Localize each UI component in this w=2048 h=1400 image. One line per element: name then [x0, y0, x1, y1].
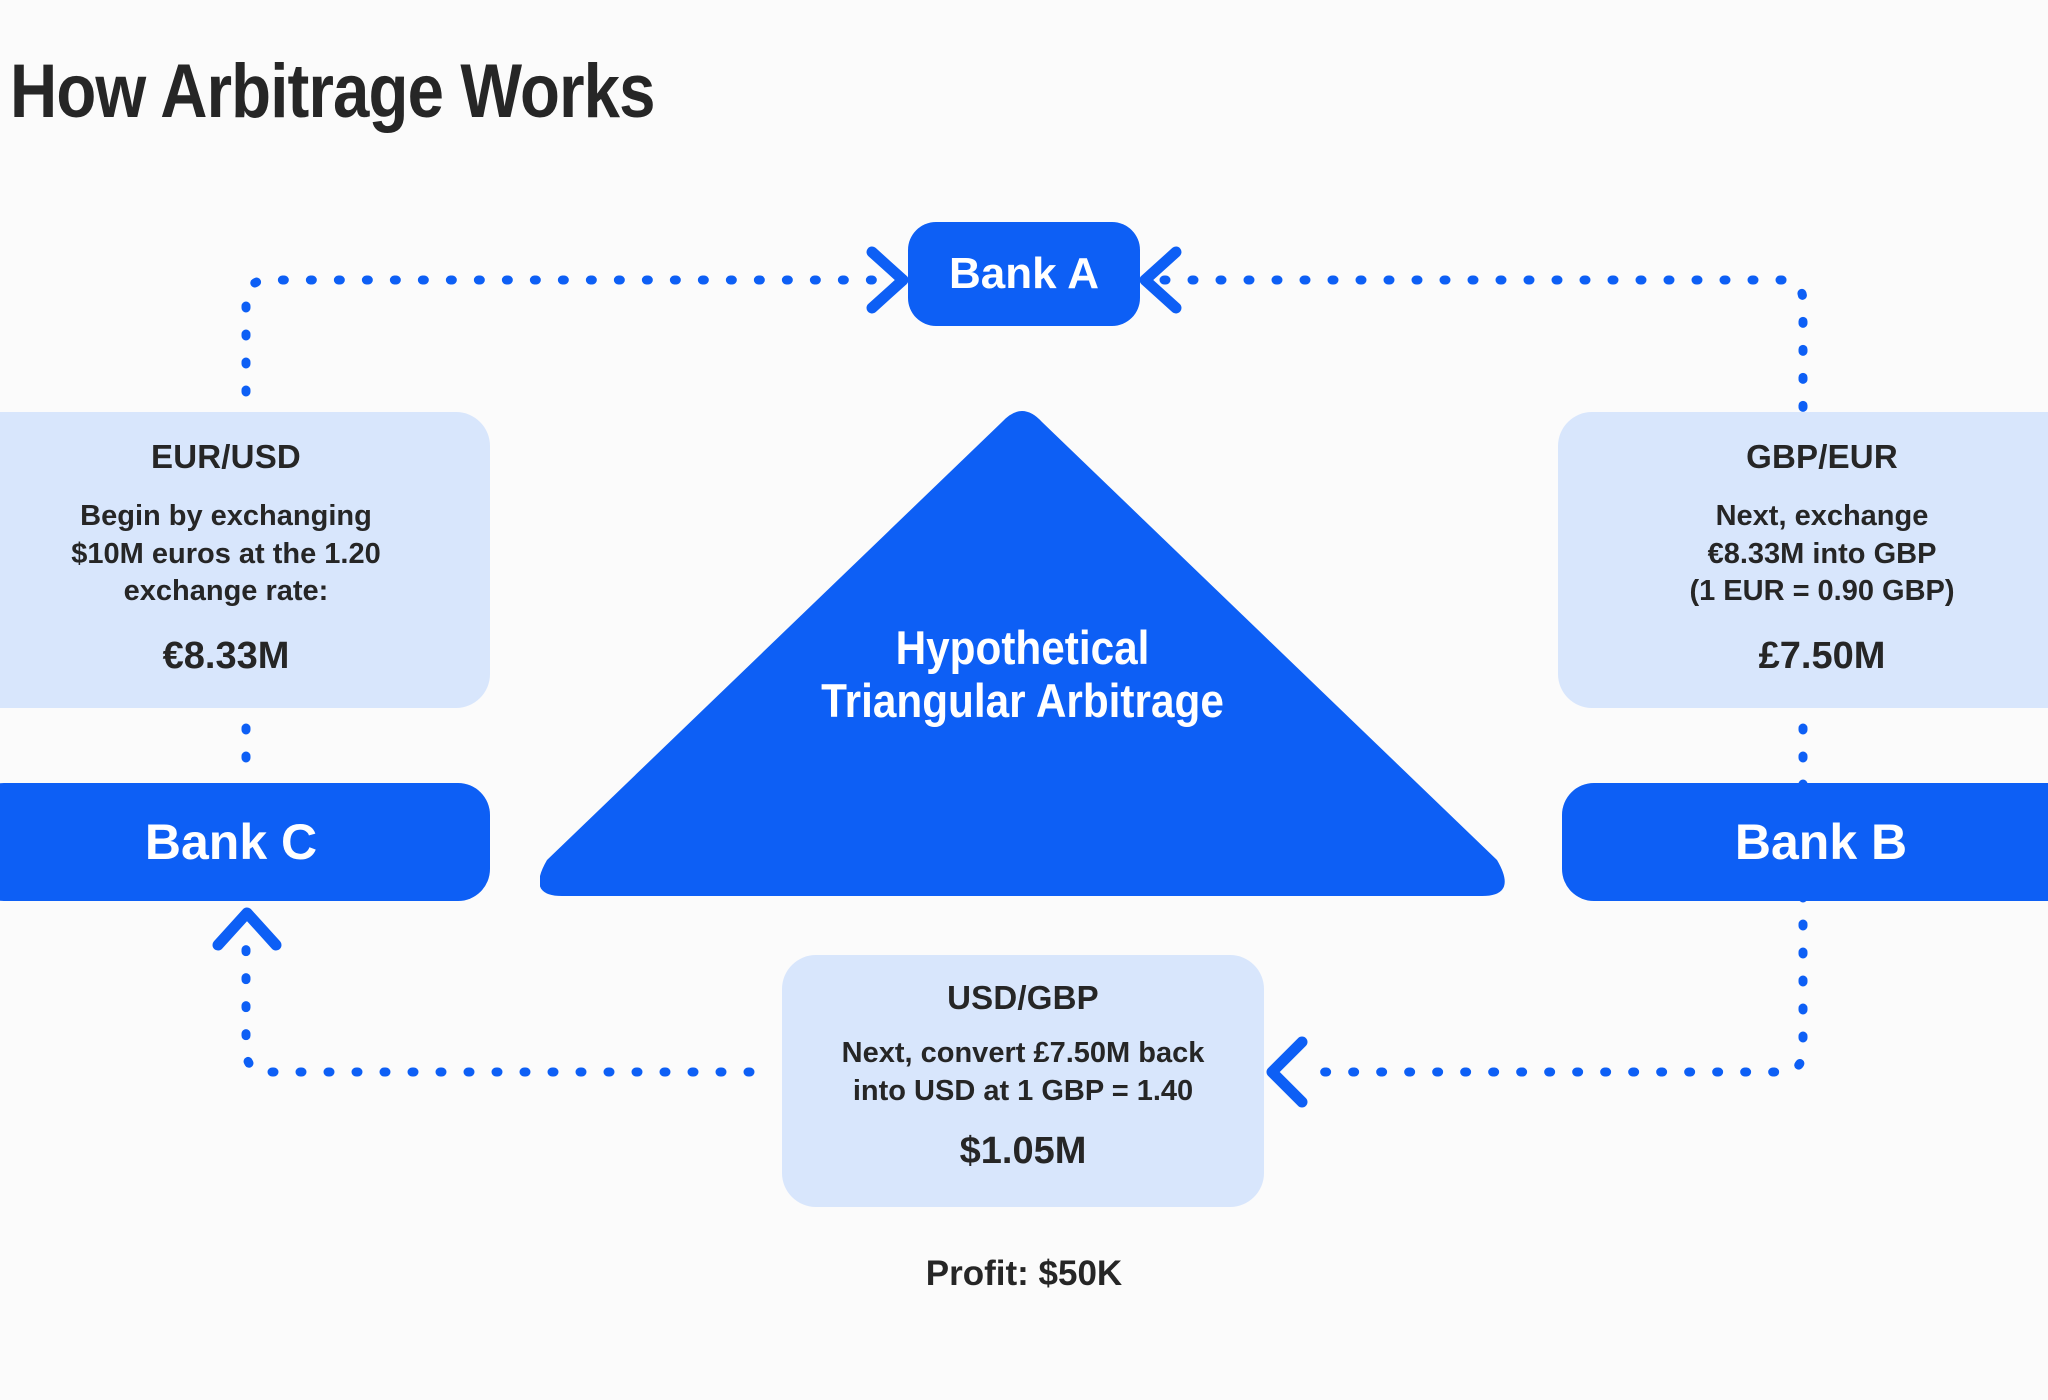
node-bank-a[interactable]: Bank A: [908, 222, 1140, 326]
card-gbp-eur-amount: £7.50M: [1758, 635, 1886, 678]
card-usd-gbp-title: USD/GBP: [947, 979, 1099, 1016]
card-eur-usd-line2: $10M euros at the 1.20: [71, 537, 381, 570]
arrowhead-into-bank-c: [212, 907, 282, 951]
triangle-svg: [539, 411, 1505, 896]
node-bank-c[interactable]: Bank C: [0, 783, 490, 901]
card-gbp-eur-line3: (1 EUR = 0.90 GBP): [1689, 575, 1955, 608]
node-bank-b[interactable]: Bank B: [1562, 783, 2048, 901]
node-bank-a-label: Bank A: [949, 249, 1099, 298]
wire-b-down: [1295, 695, 1808, 1077]
card-eur-usd-line1: Begin by exchanging: [80, 500, 372, 532]
card-gbp-eur-body: Next, exchange €8.33M into GBP (1 EUR = …: [1584, 498, 2048, 611]
card-usd-gbp-body: Next, convert £7.50M back into USD at 1 …: [804, 1035, 1242, 1110]
node-bank-b-label: Bank B: [1734, 814, 1908, 870]
triangle-label: Hypothetical Triangular Arbitrage: [588, 621, 1457, 727]
page-title: How Arbitrage Works: [10, 49, 655, 134]
node-bank-c-label: Bank C: [144, 814, 318, 870]
card-usd-gbp: USD/GBP Next, convert £7.50M back into U…: [782, 955, 1264, 1207]
profit-label: Profit: $50K: [925, 1254, 1123, 1293]
arrowhead-into-bank-a-right: [1139, 246, 1182, 314]
triangle-label-line2: Triangular Arbitrage: [821, 673, 1224, 727]
card-eur-usd: EUR/USD Begin by exchanging $10M euros a…: [0, 412, 490, 708]
triangle-label-line1: Hypothetical: [895, 621, 1150, 674]
card-gbp-eur-title: GBP/EUR: [1746, 438, 1898, 475]
wire-bottom-left: [241, 920, 755, 1077]
arrowhead-into-usdgbp: [1266, 1036, 1308, 1108]
card-eur-usd-title: EUR/USD: [151, 438, 301, 475]
card-eur-usd-line3: exchange rate:: [123, 575, 329, 608]
triangle-shape: Hypothetical Triangular Arbitrage: [539, 400, 1505, 900]
card-usd-gbp-amount: $1.05M: [959, 1130, 1087, 1173]
triangle-path: [539, 411, 1505, 896]
card-gbp-eur-line2: €8.33M into GBP: [1707, 537, 1937, 570]
card-gbp-eur: GBP/EUR Next, exchange €8.33M into GBP (…: [1558, 412, 2048, 708]
card-eur-usd-body: Begin by exchanging $10M euros at the 1.…: [0, 498, 464, 611]
arrowhead-into-bank-a-left: [866, 246, 909, 314]
card-usd-gbp-line2: into USD at 1 GBP = 1.40: [852, 1074, 1194, 1107]
card-usd-gbp-line1: Next, convert £7.50M back: [841, 1037, 1205, 1069]
wire-c-to-a: [241, 275, 889, 565]
card-gbp-eur-line1: Next, exchange: [1715, 500, 1929, 532]
card-eur-usd-amount: €8.33M: [162, 635, 290, 678]
wire-a-to-b: [1159, 275, 1808, 565]
